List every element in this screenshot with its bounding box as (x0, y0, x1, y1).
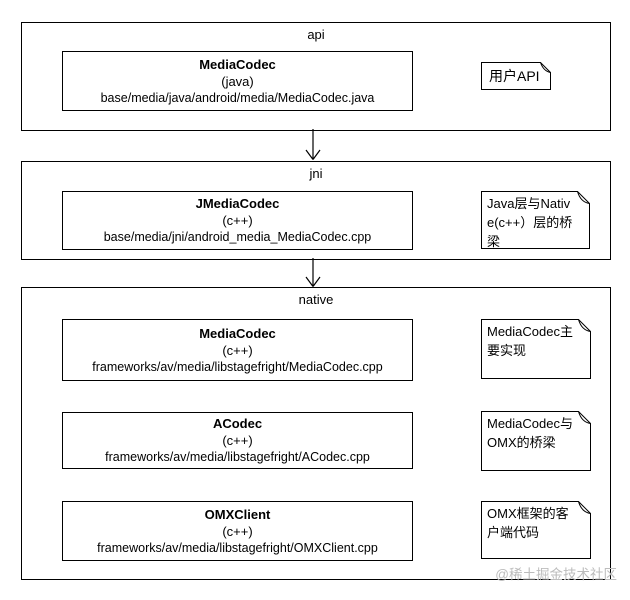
entity-title: ACodec (212, 416, 263, 431)
entity-file-path: frameworks/av/media/libstagefright/Media… (92, 359, 383, 374)
layer-label-native: native (298, 292, 334, 307)
entity-box-mediacodec-cpp: MediaCodec (c++) frameworks/av/media/lib… (62, 319, 413, 381)
note-shape-icon (481, 319, 591, 379)
entity-language: (c++) (222, 433, 253, 448)
entity-language: (java) (221, 73, 254, 89)
layer-box-api: api MediaCodec (java) base/media/java/an… (21, 22, 611, 131)
layer-label-api: api (307, 27, 325, 42)
note-mediacodec-impl: MediaCodec主要实现 (481, 319, 591, 379)
entity-box-jmediacodec: JMediaCodec (c++) base/media/jni/android… (62, 191, 413, 250)
entity-box-mediacodec-java: MediaCodec (java) base/media/java/androi… (62, 51, 413, 111)
note-text: MediaCodec与OMX的桥梁 (487, 416, 573, 450)
entity-file-path: frameworks/av/media/libstagefright/OMXCl… (97, 540, 378, 555)
arrow-down-icon (305, 129, 321, 160)
note-text: Java层与Native(c++）层的桥梁 (487, 196, 573, 249)
entity-box-omxclient: OMXClient (c++) frameworks/av/media/libs… (62, 501, 413, 561)
arrow-down-icon (305, 258, 321, 287)
layer-box-native: native MediaCodec (c++) frameworks/av/me… (21, 287, 611, 580)
layer-label-jni: jni (309, 166, 323, 181)
note-text: 用户API (489, 67, 540, 84)
entity-language: (c++) (222, 523, 253, 539)
entity-file-path: base/media/java/android/media/MediaCodec… (100, 90, 375, 105)
note-shape-icon (481, 501, 591, 559)
note-text: OMX框架的客户端代码 (487, 506, 569, 540)
entity-title: JMediaCodec (195, 196, 280, 211)
entity-title: MediaCodec (199, 325, 276, 341)
note-shape-icon (481, 191, 590, 249)
entity-title: OMXClient (204, 506, 271, 522)
watermark-juejin: @稀土掘金技术社区 (495, 567, 617, 582)
entity-language: (c++) (222, 342, 253, 358)
note-omx-client: OMX框架的客户端代码 (481, 501, 591, 559)
note-shape-icon (481, 62, 551, 90)
note-jni-bridge: Java层与Native(c++）层的桥梁 (481, 191, 590, 249)
entity-language: (c++) (222, 213, 253, 228)
entity-box-acodec: ACodec (c++) frameworks/av/media/libstag… (62, 412, 413, 469)
note-text: MediaCodec主要实现 (487, 324, 573, 358)
entity-file-path: base/media/jni/android_media_MediaCodec.… (103, 230, 372, 244)
entity-file-path: frameworks/av/media/libstagefright/ACode… (105, 450, 370, 464)
layer-box-jni: jni JMediaCodec (c++) base/media/jni/and… (21, 161, 611, 260)
entity-title: MediaCodec (199, 56, 276, 72)
note-user-api: 用户API (481, 62, 551, 90)
note-shape-icon (481, 411, 591, 471)
note-acodec-bridge: MediaCodec与OMX的桥梁 (481, 411, 591, 471)
